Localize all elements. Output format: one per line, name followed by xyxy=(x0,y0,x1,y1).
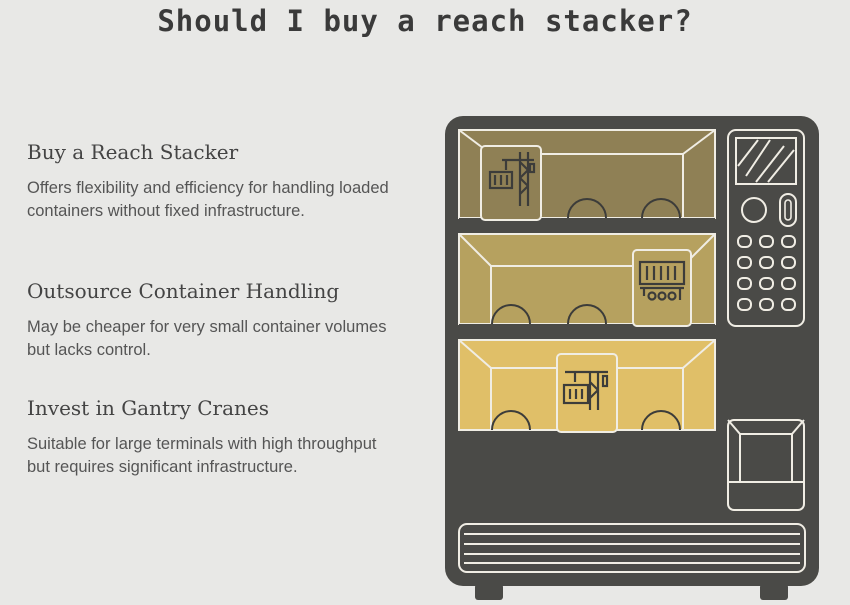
display-screen xyxy=(735,137,797,185)
option-buy-reach-stacker: Buy a Reach Stacker Offers flexibility a… xyxy=(27,139,397,223)
option-heading: Buy a Reach Stacker xyxy=(27,140,239,164)
option-heading: Invest in Gantry Cranes xyxy=(27,396,270,420)
keypad xyxy=(737,235,796,311)
crane-container-icon xyxy=(480,145,542,221)
gantry-crane-icon xyxy=(556,353,618,433)
page-title: Should I buy a reach stacker? xyxy=(157,4,693,38)
option-gantry-cranes: Invest in Gantry Cranes Suitable for lar… xyxy=(27,395,397,479)
option-heading: Outsource Container Handling xyxy=(27,279,340,303)
vending-machine-illustration xyxy=(445,116,819,600)
option-description: May be cheaper for very small container … xyxy=(27,318,387,359)
machine-foot xyxy=(760,584,788,600)
dispenser-flap xyxy=(727,419,805,511)
option-description: Offers flexibility and efficiency for ha… xyxy=(27,179,389,220)
coin-slot-icon xyxy=(741,197,767,223)
bottom-vent xyxy=(458,523,806,573)
card-slot-icon xyxy=(779,193,797,227)
control-panel xyxy=(727,129,805,327)
option-description: Suitable for large terminals with high t… xyxy=(27,435,377,476)
container-truck-icon xyxy=(632,249,692,327)
option-outsource: Outsource Container Handling May be chea… xyxy=(27,278,397,362)
machine-foot xyxy=(475,584,503,600)
